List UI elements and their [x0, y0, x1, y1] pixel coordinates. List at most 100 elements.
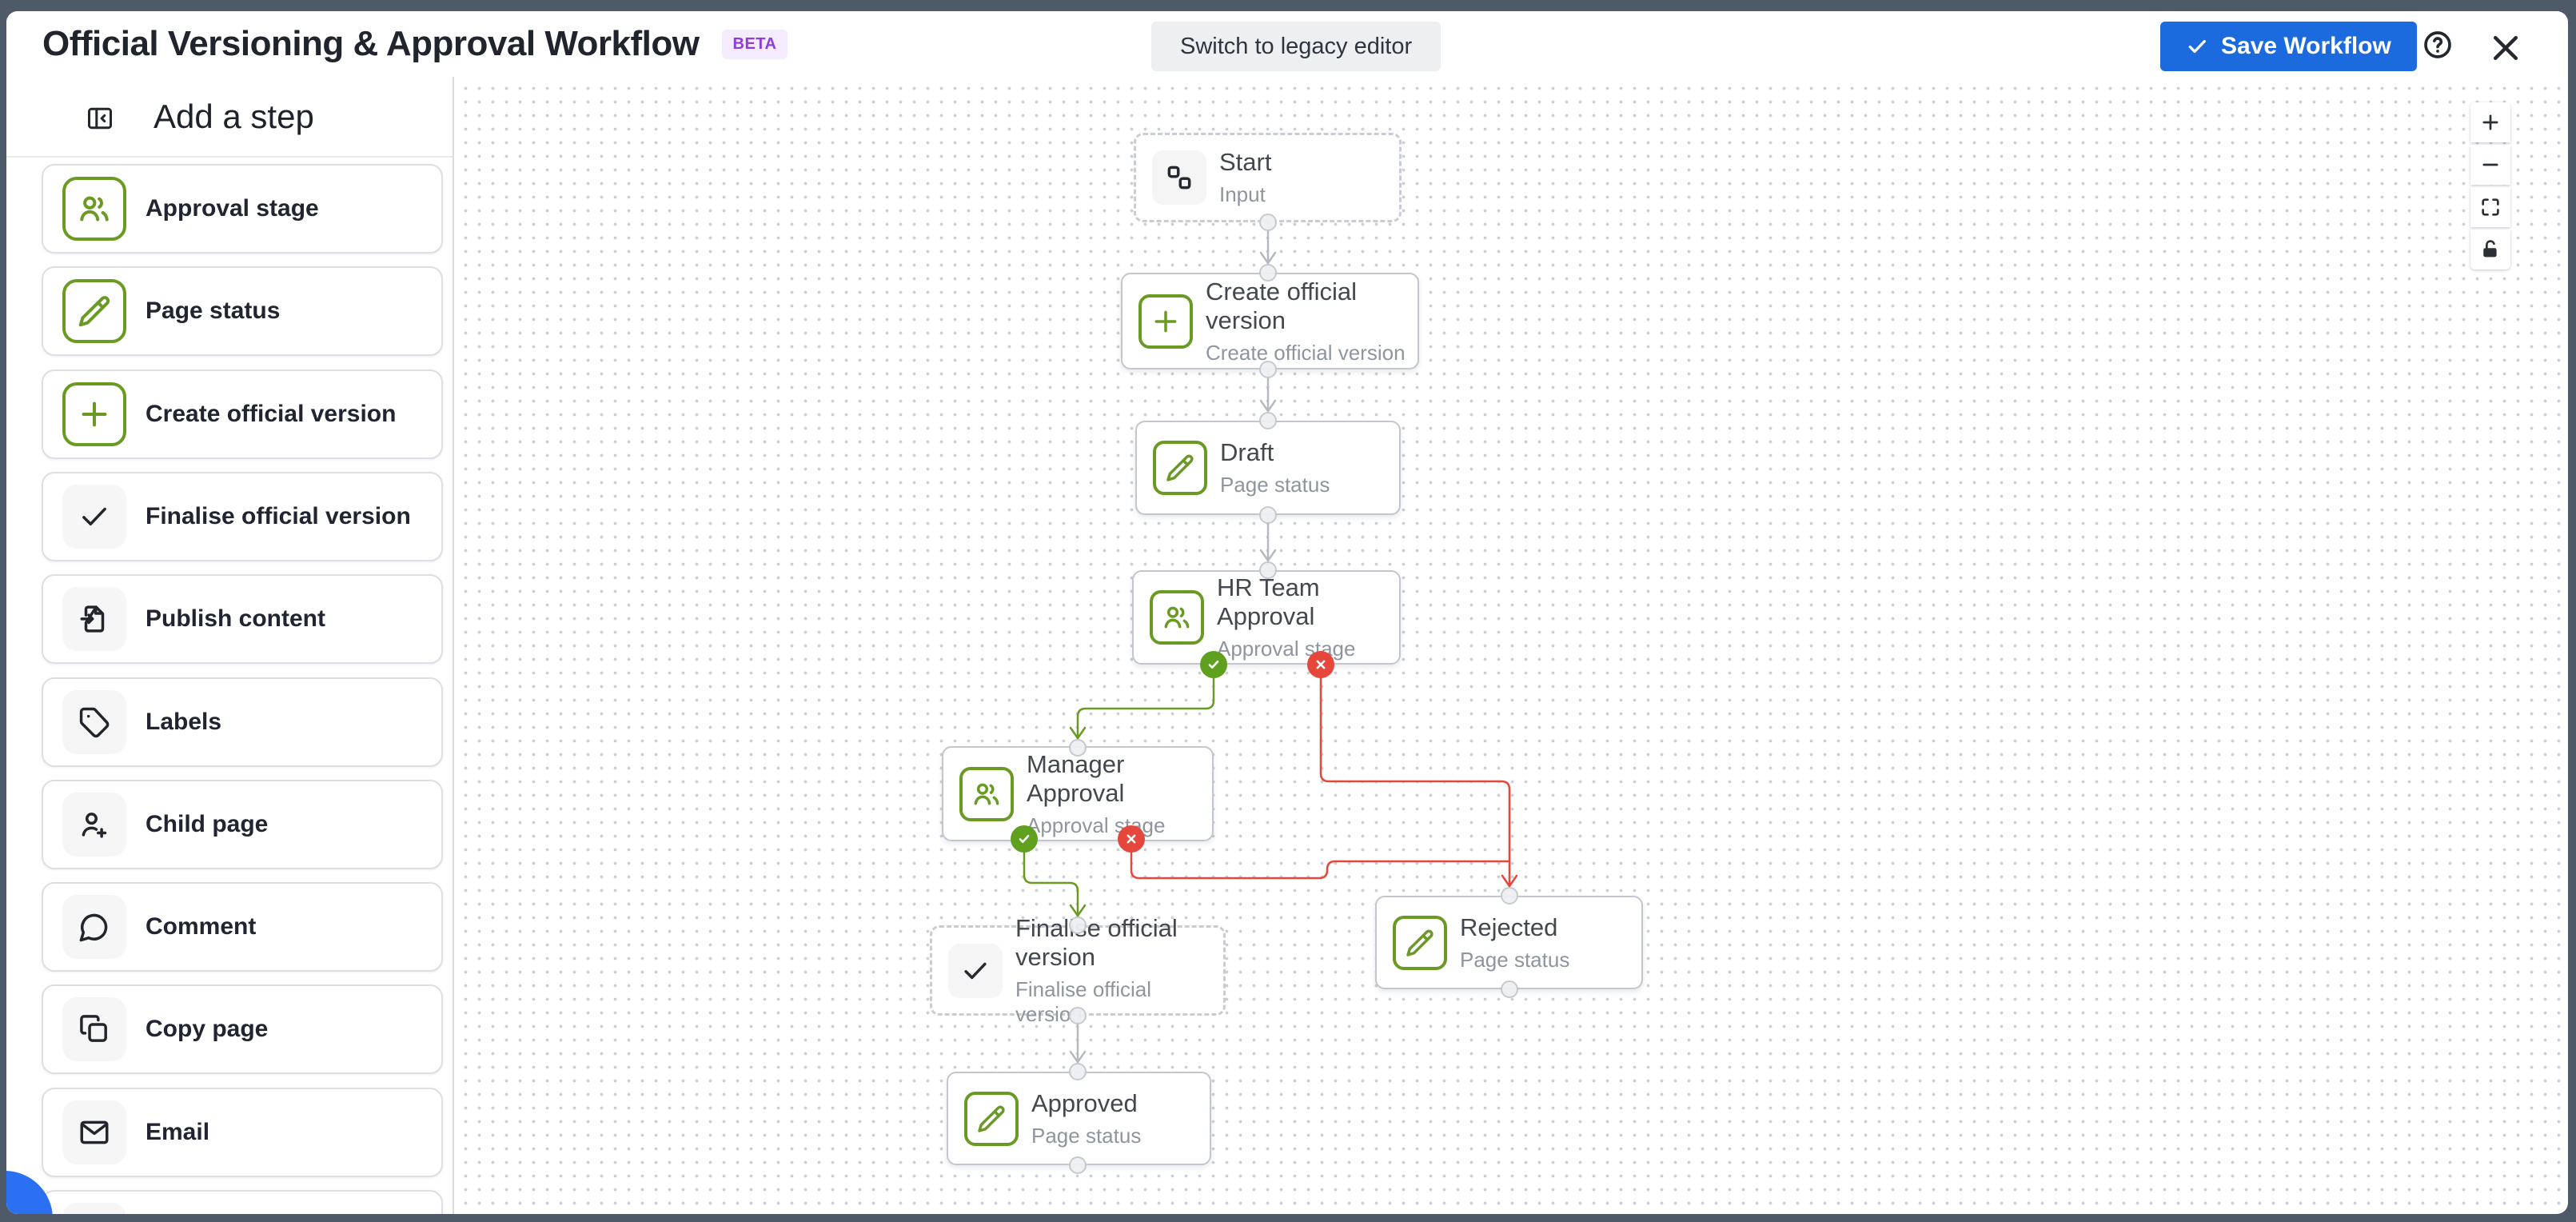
- add-step-item-approval-stage[interactable]: Approval stage: [42, 164, 443, 254]
- node-subtitle: Create official version: [1206, 340, 1406, 365]
- page-title: Official Versioning & Approval Workflow: [42, 24, 700, 63]
- connector-port[interactable]: [1501, 887, 1518, 905]
- add-step-item-finalise-official-version[interactable]: Finalise official version: [42, 472, 443, 561]
- editor-header: Official Versioning & Approval Workflow …: [6, 11, 2568, 77]
- edge-green: [1023, 837, 1079, 917]
- connector-port[interactable]: [1069, 1156, 1087, 1174]
- connector-port[interactable]: [1259, 264, 1277, 282]
- file-export-icon: [78, 602, 111, 636]
- users-tile: [959, 766, 1014, 821]
- plus-icon: [2479, 111, 2502, 134]
- connector-port[interactable]: [1501, 980, 1518, 998]
- step-label: Publish content: [146, 605, 325, 632]
- unlock-icon: [2479, 238, 2502, 261]
- plus-tile: [62, 382, 126, 446]
- step-label: Create official version: [146, 401, 397, 427]
- pencil-tile: [1393, 915, 1447, 970]
- node-title: Start: [1219, 148, 1272, 176]
- add-step-item-comment[interactable]: Comment: [42, 882, 443, 972]
- node-subtitle: Page status: [1460, 947, 1570, 972]
- users-tile: [62, 177, 126, 241]
- unlock-button[interactable]: [2470, 230, 2510, 270]
- step-label: Labels: [146, 709, 222, 735]
- fit-view-button[interactable]: [2470, 187, 2510, 227]
- plus-icon: [1150, 306, 1182, 337]
- add-step-item-create-official-version[interactable]: Create official version: [42, 369, 443, 459]
- comment-tile: [62, 895, 126, 959]
- add-step-item-page-status[interactable]: Page status: [42, 266, 443, 356]
- node-title: Draft: [1220, 438, 1274, 466]
- check-tile: [948, 943, 1003, 998]
- tag-icon: [78, 705, 111, 739]
- help-button[interactable]: [2422, 29, 2454, 61]
- edge-arrowhead: [1069, 726, 1087, 740]
- connector-port[interactable]: [1259, 361, 1277, 378]
- step-label: Comment: [146, 913, 257, 940]
- node-subtitle: Page status: [1220, 473, 1330, 497]
- step-label: Approval stage: [146, 195, 319, 222]
- connector-port[interactable]: [1069, 739, 1087, 757]
- zoom-in-button[interactable]: [2470, 102, 2510, 142]
- step-label: Page status: [146, 298, 281, 324]
- zoom-out-button[interactable]: [2470, 145, 2510, 185]
- save-workflow-button[interactable]: Save Workflow: [2160, 22, 2417, 71]
- pencil-icon: [1164, 452, 1196, 484]
- edge-arrowhead: [1069, 1050, 1087, 1064]
- edge-arrowhead: [1259, 549, 1277, 562]
- approve-badge[interactable]: [1200, 651, 1227, 678]
- switch-to-legacy-editor-button[interactable]: Switch to legacy editor: [1151, 22, 1442, 71]
- add-step-item-copy-page[interactable]: Copy page: [42, 984, 443, 1074]
- collapse-panel-icon[interactable]: [86, 104, 114, 133]
- node-subtitle: Input: [1219, 182, 1266, 206]
- connector-port[interactable]: [1259, 412, 1277, 429]
- add-step-item-publish-content[interactable]: Publish content: [42, 574, 443, 664]
- canvas-zoom-controls: [2470, 102, 2510, 270]
- approve-badge[interactable]: [1011, 825, 1038, 853]
- fit-icon: [2479, 196, 2502, 218]
- connector-port[interactable]: [1069, 1063, 1087, 1080]
- connector-port[interactable]: [1259, 561, 1277, 579]
- node-title: Rejected: [1460, 913, 1558, 941]
- connector-port[interactable]: [1069, 1007, 1087, 1024]
- connector-port[interactable]: [1069, 916, 1087, 934]
- users-icon: [76, 190, 113, 227]
- user-plus-tile: [62, 793, 126, 857]
- users-icon: [1161, 601, 1193, 633]
- pencil-tile: [1153, 441, 1207, 495]
- connector-port[interactable]: [1259, 506, 1277, 524]
- plus-tile: [1138, 294, 1193, 349]
- add-step-item-partial[interactable]: [42, 1190, 443, 1214]
- check-icon: [2186, 35, 2208, 58]
- close-button[interactable]: [2488, 30, 2523, 66]
- file-export-tile: [62, 587, 126, 651]
- workflow-tile: [1152, 150, 1206, 205]
- edge-layer: [1023, 221, 1518, 1064]
- add-step-item-child-page[interactable]: Child page: [42, 780, 443, 869]
- reject-badge[interactable]: [1118, 825, 1145, 853]
- add-step-item-email[interactable]: Email: [42, 1088, 443, 1177]
- node-title: Create official version: [1206, 277, 1357, 334]
- add-step-item-labels[interactable]: Labels: [42, 677, 443, 767]
- reject-badge[interactable]: [1307, 651, 1334, 678]
- connector-port[interactable]: [1259, 214, 1277, 231]
- switch-button-label: Switch to legacy editor: [1180, 33, 1413, 59]
- plus-icon: [76, 396, 113, 433]
